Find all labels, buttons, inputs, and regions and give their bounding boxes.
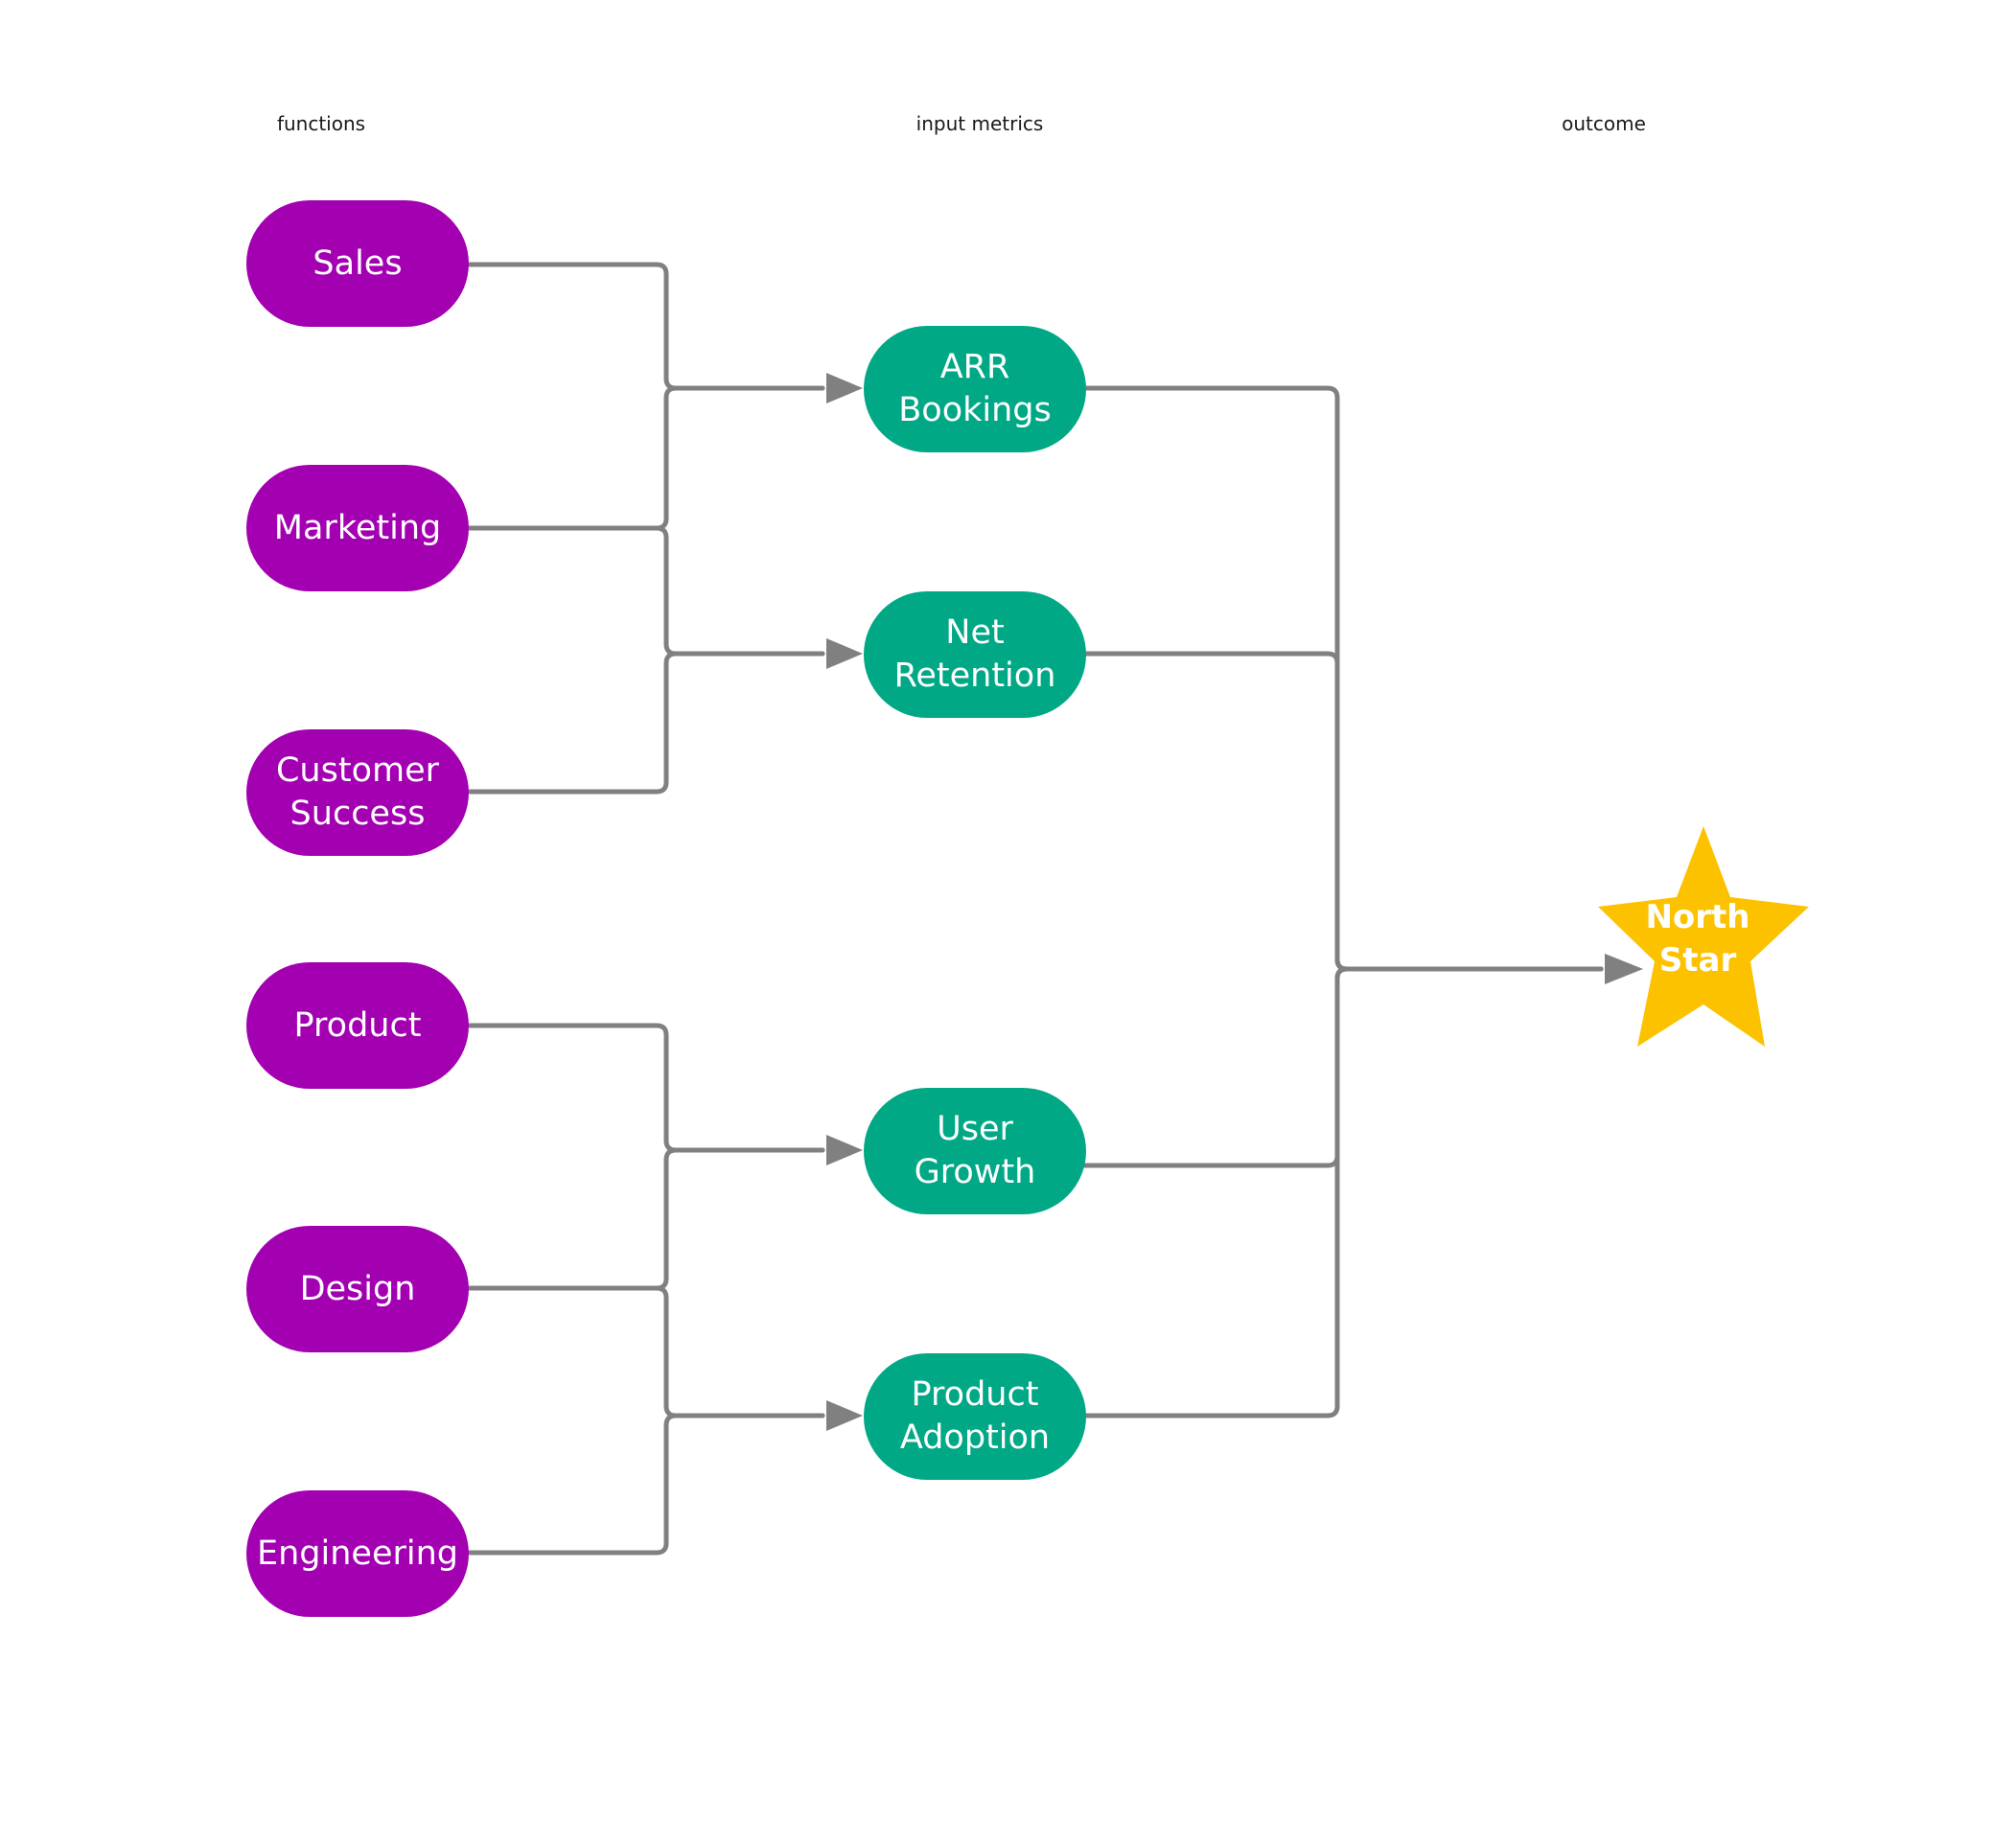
metric-node-net-retention[interactable]: Net Retention bbox=[864, 591, 1086, 718]
arrowhead-usergrowth bbox=[826, 1135, 863, 1165]
function-node-sales[interactable]: Sales bbox=[246, 200, 469, 327]
function-node-product[interactable]: Product bbox=[246, 962, 469, 1089]
metric-node-user-growth[interactable]: User Growth bbox=[864, 1088, 1086, 1214]
connector-marketing-arr bbox=[467, 385, 825, 531]
arrowhead-arr bbox=[826, 373, 863, 404]
connector-usergrowth-northstar bbox=[1078, 966, 1604, 1168]
arrowhead-northstar bbox=[1605, 954, 1643, 984]
connector-engineering-adoption bbox=[467, 1413, 825, 1556]
connector-adoption-northstar bbox=[1080, 966, 1604, 1418]
star-icon bbox=[1598, 826, 1809, 1047]
function-node-marketing[interactable]: Marketing bbox=[246, 465, 469, 591]
header-functions: functions bbox=[276, 112, 366, 135]
metric-node-product-adoption[interactable]: Product Adoption bbox=[864, 1353, 1086, 1480]
metric-node-arr-bookings[interactable]: ARR Bookings bbox=[864, 326, 1086, 452]
connector-marketing-netret bbox=[467, 525, 825, 657]
header-outcome: outcome bbox=[1562, 112, 1646, 135]
connector-design-adoption bbox=[467, 1285, 825, 1418]
outcome-node-north-star[interactable]: North Star bbox=[1587, 822, 1809, 1047]
function-node-engineering[interactable]: Engineering bbox=[246, 1490, 469, 1617]
connector-arr-northstar bbox=[1080, 385, 1604, 972]
connector-sales-arr bbox=[467, 262, 825, 391]
connector-design-usergrowth bbox=[467, 1147, 825, 1291]
function-node-design[interactable]: Design bbox=[246, 1226, 469, 1352]
connector-cs-netret bbox=[467, 651, 825, 795]
arrowhead-netret bbox=[826, 638, 863, 669]
connector-netret-northstar bbox=[1080, 651, 1604, 972]
function-node-customer-success[interactable]: Customer Success bbox=[246, 729, 469, 856]
outcome-label: North Star bbox=[1645, 898, 1750, 980]
connector-product-usergrowth bbox=[467, 1023, 825, 1153]
header-input-metrics: input metrics bbox=[915, 112, 1044, 135]
arrowhead-adoption bbox=[826, 1400, 863, 1431]
